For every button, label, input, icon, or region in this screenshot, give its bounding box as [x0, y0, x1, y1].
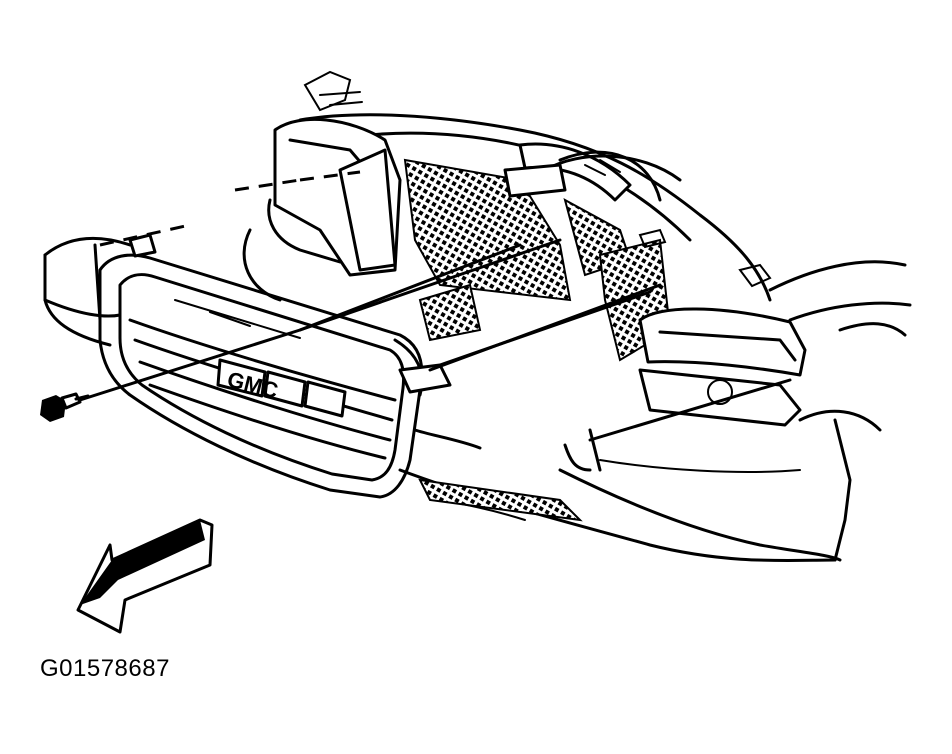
right-fender: [768, 260, 912, 432]
direction-arrow-icon: [76, 518, 214, 634]
upper-clips: [128, 163, 667, 258]
bolt-icon: [40, 392, 90, 422]
front-bumper: [43, 228, 852, 563]
fastener-leader-lines: [78, 170, 792, 442]
figure-id-label: G01578687: [40, 655, 170, 682]
grille-right-bracket: [398, 363, 602, 472]
left-headlamp: [267, 70, 402, 277]
grille-emblem: GMC: [216, 358, 347, 418]
right-headlamp: [638, 263, 807, 427]
